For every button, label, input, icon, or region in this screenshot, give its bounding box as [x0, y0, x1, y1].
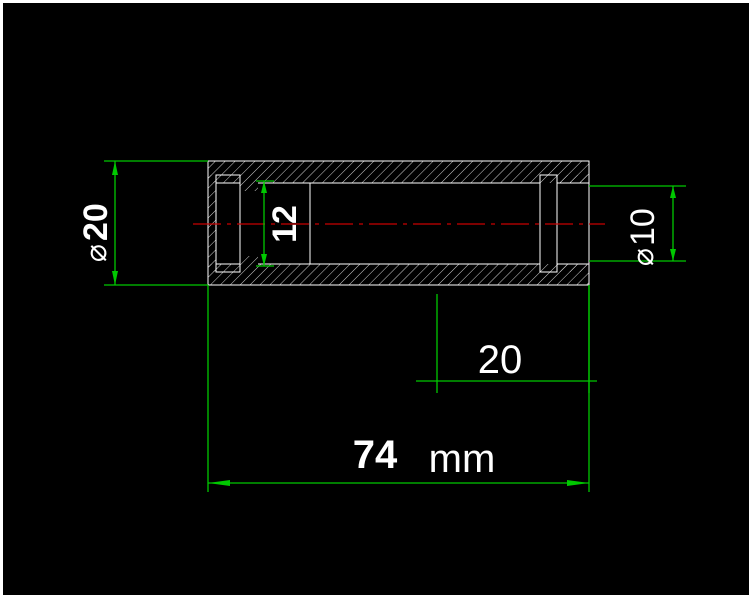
dim-overall-length [207, 285, 590, 492]
top-wall-hatch [208, 161, 589, 183]
right-diameter-label: ⌀ 10 [624, 208, 662, 266]
dim-bore-diameter [256, 180, 274, 267]
offset-length-value: 20 [478, 338, 523, 382]
part-outline [207, 160, 590, 286]
dim-outer-diameter [104, 160, 208, 286]
overall-length-unit: mm [429, 437, 496, 481]
bottom-wall-hatch [208, 264, 589, 285]
overall-length-value: 74 [353, 433, 398, 477]
right-diameter-symbol: ⌀ [627, 248, 660, 266]
outer-diameter-label: ⌀ 20 [77, 203, 115, 262]
drawing-canvas [3, 3, 749, 595]
outer-diameter-symbol: ⌀ [80, 244, 113, 262]
bore-diameter-value: 12 [266, 205, 304, 243]
left-counterbore [258, 182, 311, 265]
bore-diameter-label: 12 [266, 205, 304, 243]
right-diameter-value: 10 [624, 208, 662, 246]
outer-diameter-value: 20 [77, 203, 115, 241]
dim-right-diameter [589, 185, 686, 262]
